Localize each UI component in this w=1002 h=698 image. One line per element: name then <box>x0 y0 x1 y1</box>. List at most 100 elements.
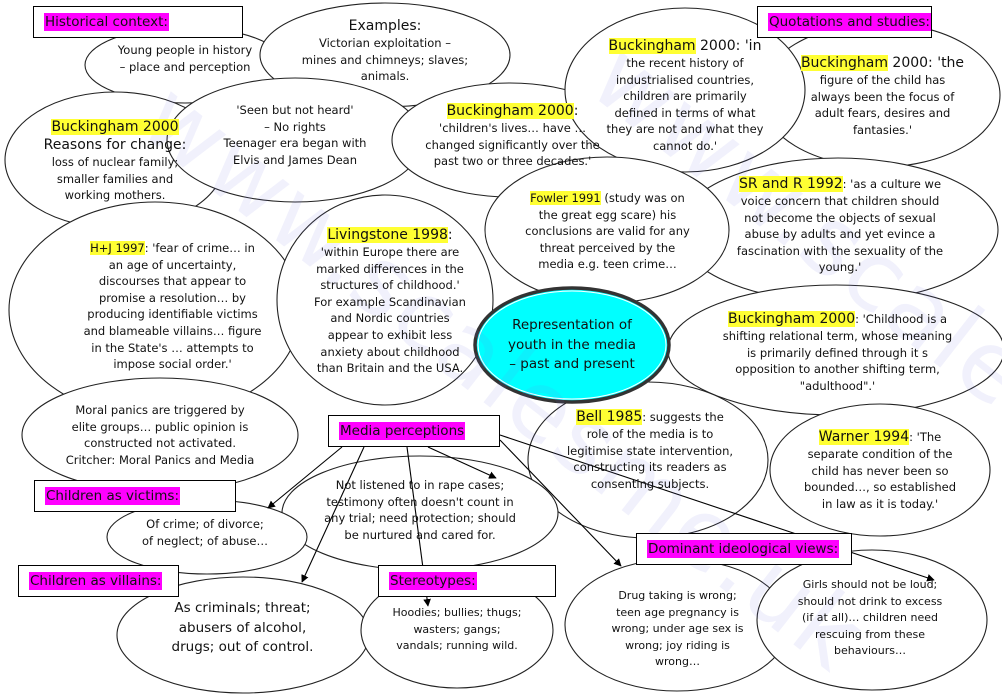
text-seen-not-heard: 'Seen but not heard' – No rights Teenage… <box>220 102 370 168</box>
text-young-people: Young people in history – place and perc… <box>95 42 275 75</box>
text-warner: Warner 1994: 'The separate condition of … <box>803 428 957 512</box>
bubble-text-line: Livingstone 1998: <box>327 226 453 244</box>
bubble-text-line: shifting relational term, whose meaning <box>722 329 953 343</box>
text-buckingham-recent: Buckingham 2000: 'in the recent history … <box>595 37 775 155</box>
bubble-text-line: separate condition of the <box>807 447 953 461</box>
text-buckingham-figure: Buckingham 2000: 'the figure of the chil… <box>800 54 965 138</box>
bubble-text-line: past two or three decades.' <box>433 154 592 169</box>
citation-highlight: Buckingham 2000 <box>446 103 574 119</box>
bubble-text-line: Fowler 1991 (study was on <box>530 190 685 207</box>
bubble-text-line: Moral panics are triggered by <box>75 403 245 417</box>
bubble-text-line: animals. <box>360 69 410 84</box>
bubble-text-line: not become the objects of sexual <box>744 210 936 225</box>
text-drug-taking: Drug taking is wrong; teen age pregnancy… <box>605 588 750 671</box>
bubble-text-line: in the State's … attempts to <box>91 340 254 355</box>
bubble-text-line: For example Scandinavian <box>314 294 466 309</box>
text-villains: As criminals; threat; abusers of alcohol… <box>160 599 325 658</box>
heading-quotations-and-studies: Quotations and studies: <box>757 6 932 38</box>
bubble-text-line: 'within Europe there are <box>320 245 460 259</box>
bubble-text-line: the recent history of <box>626 56 744 70</box>
bubble-text-line: promise a resolution… by <box>99 290 246 305</box>
bubble-text-line: Critcher: Moral Panics and Media <box>65 452 255 467</box>
bubble-text-line: the great egg scare) his <box>538 207 677 222</box>
bubble-text-line: legitimise state intervention, <box>566 443 734 458</box>
bubble-text-line: abuse by adults and yet evince a <box>744 227 936 242</box>
bubble-text-line: appear to exhibit less <box>327 327 453 342</box>
bubble-text-line: fascination with the sexuality of the <box>736 243 944 258</box>
text-examples: Examples: Victorian exploitation – mines… <box>300 17 470 85</box>
bubble-livingstone <box>276 194 494 406</box>
bubble-text-line: : suggests the <box>642 410 724 424</box>
bubble-text-line: anxiety about childhood <box>320 344 460 359</box>
bubble-text-line: Victorian exploitation – <box>319 36 451 50</box>
bubble-text-line: teen age pregnancy is <box>616 605 739 619</box>
citation-highlight: Bell 1985 <box>576 409 643 425</box>
bubble-text-line: testimony often doesn't count in <box>326 494 514 509</box>
bubble-text-line: Buckingham 2000: 'Childhood is a <box>728 310 947 328</box>
bubble-text-line: behaviours… <box>834 644 906 658</box>
bubble-text-line: cannot do.' <box>652 138 718 153</box>
bubble-text-line: in law as it is today.' <box>821 496 939 511</box>
bubble-text-line: changed significantly over the <box>425 137 600 152</box>
bubble-text-line: wrong; joy riding is <box>625 638 730 652</box>
bubble-text-line: they are not and what they <box>606 122 764 137</box>
bubble-text-line: "adulthood".' <box>799 378 876 393</box>
bubble-text-line: mines and chimneys; slaves; <box>301 52 469 67</box>
citation-highlight: Buckingham <box>800 55 888 71</box>
bubble-text-line: bounded…, so established <box>803 480 957 495</box>
bubble-text-line: 2000: 'the <box>887 55 965 71</box>
bubble-text-line: constructing its readers as <box>573 460 727 475</box>
bubble-text-line: H+J 1997: 'fear of crime… in <box>90 240 255 257</box>
bubble-text-line: Elvis and James Dean <box>232 152 358 167</box>
text-moral-panics: Moral panics are triggered by elite grou… <box>66 402 255 468</box>
text-bell: Bell 1985: suggests the role of the medi… <box>566 408 734 492</box>
heading-historical-context: Historical context: <box>33 6 243 38</box>
citation-highlight: Livingstone 1998 <box>327 227 448 243</box>
bubble-text-line: conclusions are valid for any <box>525 224 690 239</box>
central-node-label: Representation of youth in the media – p… <box>507 317 637 372</box>
bubble-text-line: 'Seen but not heard' <box>236 103 354 117</box>
bubble-text-line: fantasies.' <box>852 122 912 137</box>
bubble-text-line: Warner 1994: 'The <box>818 428 942 446</box>
central-node-shape <box>473 286 671 404</box>
text-buckingham-shifting: Buckingham 2000: 'Childhood is a shiftin… <box>723 310 952 394</box>
bubble-text-line: an age of uncertainty, <box>108 257 237 272</box>
bubble-text-line: structures of childhood.' <box>320 278 460 293</box>
bubble-text-line: Buckingham 2000: 'the <box>800 54 965 72</box>
bubble-text-line: should not drink to excess <box>797 594 943 608</box>
text-hj: H+J 1997: 'fear of crime… in an age of u… <box>84 240 261 373</box>
bubble-text-line: producing identifiable victims <box>87 307 258 322</box>
citation-highlight: Fowler 1991 <box>530 191 601 205</box>
heading-media-perceptions: Media perceptions <box>328 415 500 447</box>
bubble-text-line: wrong; under age sex is <box>611 622 744 636</box>
bubble-text-line: and Nordic countries <box>330 311 450 326</box>
bubble-text-line: figure of the child has <box>819 73 946 87</box>
heading-dominant-ideological-views: Dominant ideological views: <box>636 533 852 565</box>
citation-highlight: Warner 1994 <box>818 429 910 445</box>
bubble-text-line: role of the media is to <box>586 427 714 441</box>
bubble-text-line: vandals; running wild. <box>396 639 518 653</box>
bubble-text-line: 'children's lives… have … <box>439 121 586 135</box>
bubble-text-line: voice concern that children should <box>740 194 940 208</box>
text-buckingham-lives: Buckingham 2000: 'children's lives… have… <box>425 102 600 170</box>
bubble-text-line: than Britain and the USA. <box>316 361 464 376</box>
bubble-text-line: Of crime; of divorce; <box>146 517 264 531</box>
text-buckingham-reasons: Buckingham 2000 Reasons for change: loss… <box>30 118 200 204</box>
bubble-text-line: Teenager era began with <box>223 136 367 151</box>
bubble-text-line: opposition to another shifting term, <box>735 362 940 377</box>
bubble-text-line: : <box>573 103 579 119</box>
bubble-text-line: adult fears, desires and <box>814 106 951 121</box>
bubble-text-line: : 'fear of crime… in <box>144 241 255 255</box>
bubble-text-line: : 'The <box>909 430 942 444</box>
bubble-text-line: child has never been so <box>811 463 949 478</box>
bubble-text-line: – No rights <box>264 119 326 134</box>
text-fowler: Fowler 1991 (study was on the great egg … <box>525 190 690 273</box>
bubble-text-line: 2000: 'in <box>695 38 762 54</box>
heading-stereotypes: Stereotypes: <box>378 565 556 597</box>
bubble-text-line: As criminals; threat; <box>174 600 311 616</box>
bubble-text-line: Buckingham 2000: <box>446 102 579 120</box>
bubble-text-line: loss of nuclear family; <box>51 155 179 169</box>
bubble-text-line: Reasons for change: <box>43 137 187 153</box>
bubble-text-line: Hoodies; bullies; thugs; <box>392 606 522 619</box>
citation-highlight: Buckingham <box>608 38 696 54</box>
